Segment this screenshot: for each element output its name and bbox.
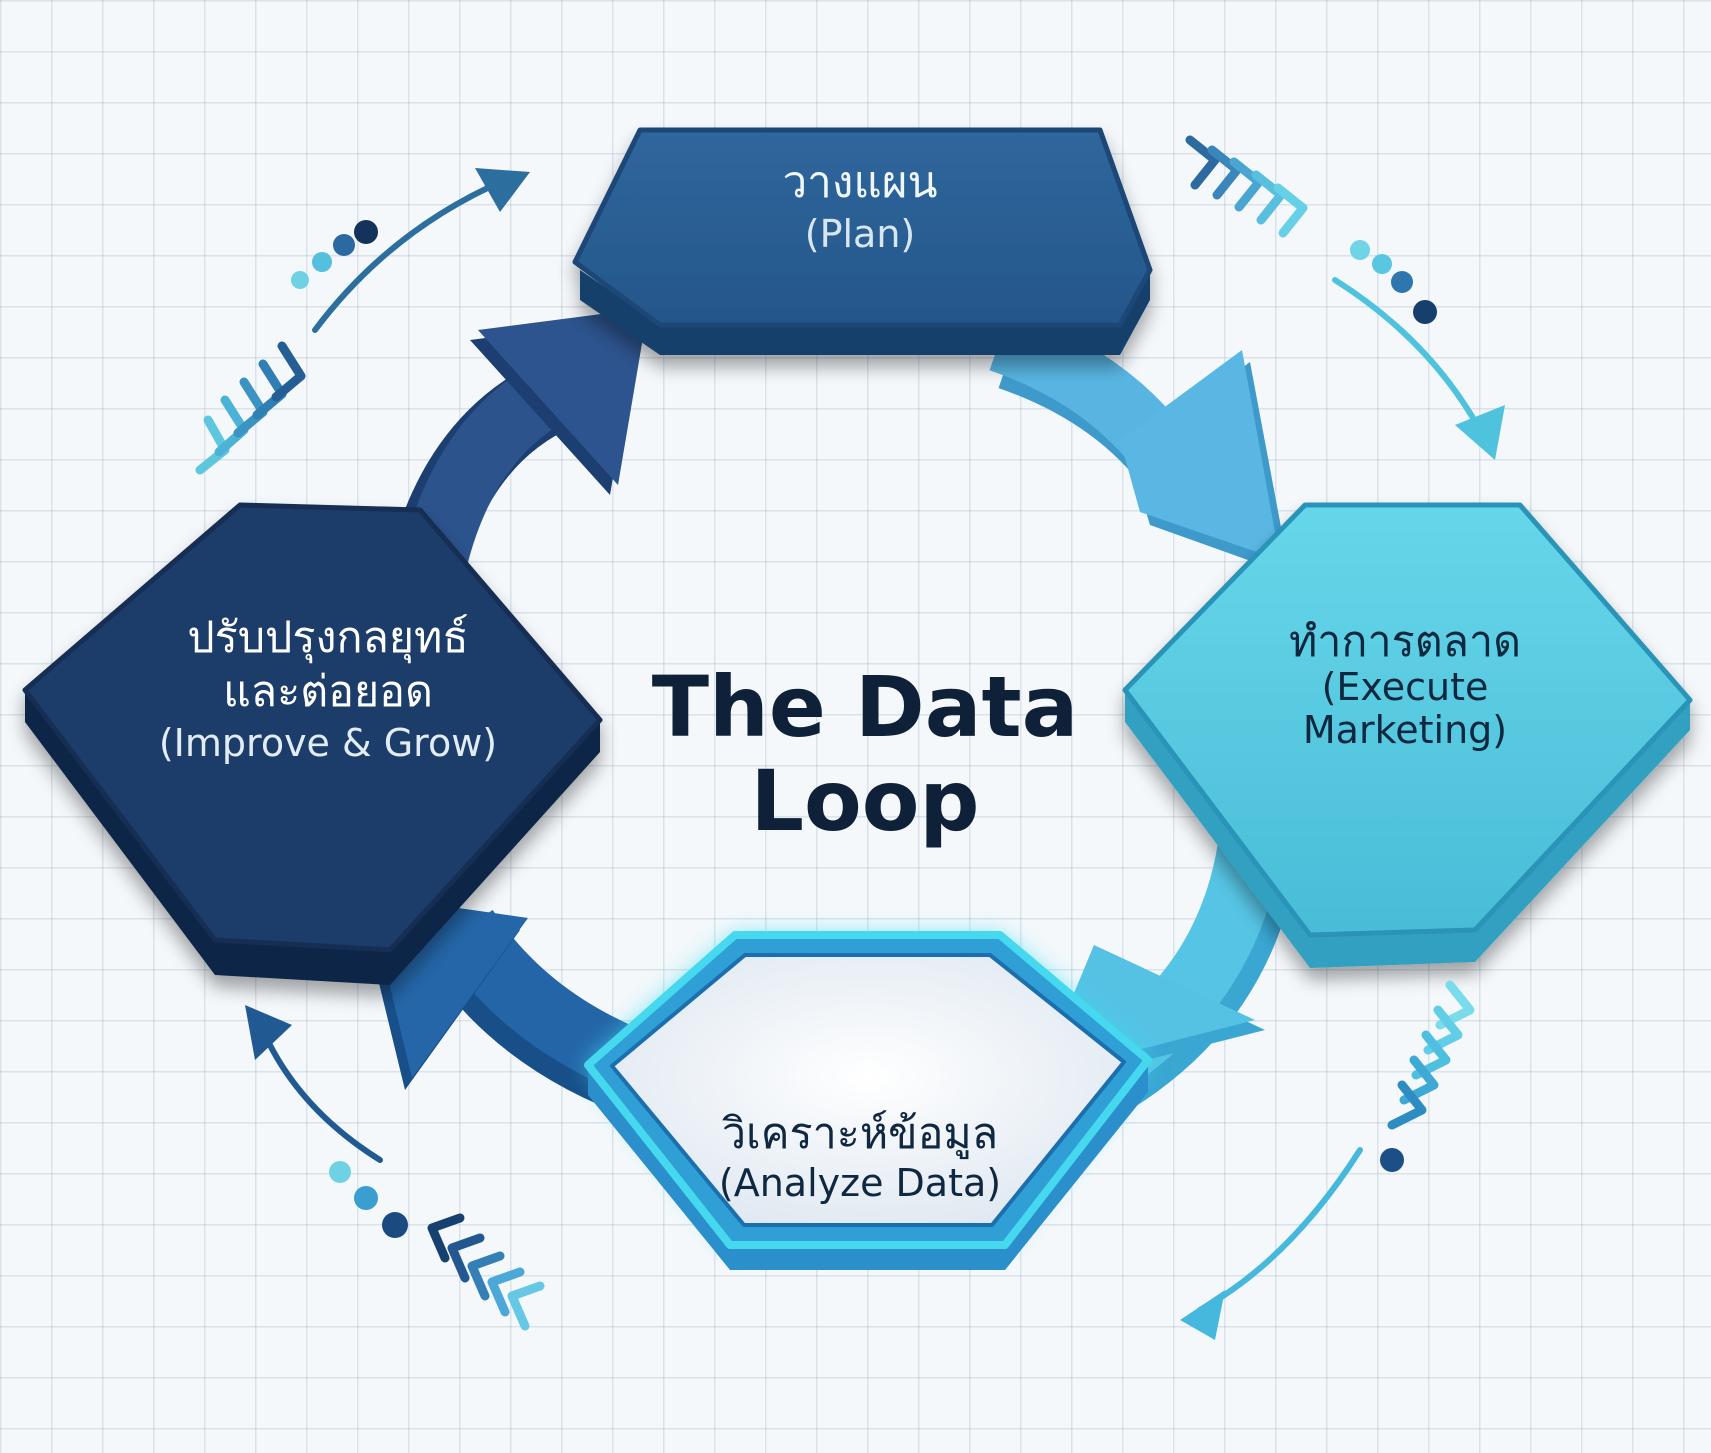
step-execute-label: ทำการตลาด (Execute Marketing) bbox=[1120, 618, 1690, 751]
step-execute-thai: ทำการตลาด bbox=[1288, 617, 1522, 667]
upper-left-decoration bbox=[195, 168, 530, 475]
step-analyze-label: วิเคราะห์ข้อมูล (Analyze Data) bbox=[590, 1110, 1130, 1205]
diagram-title-line1: The Data bbox=[651, 658, 1079, 756]
chevron-trail-icon bbox=[195, 341, 306, 475]
chevron-trail-icon bbox=[427, 1213, 545, 1331]
step-improve-label: ปรับปรุงกลยุทธ์ และต่อยอด (Improve & Gro… bbox=[28, 612, 628, 764]
step-execute-english-line1: (Execute bbox=[1321, 665, 1489, 710]
curved-arrow-icon bbox=[312, 177, 508, 333]
arrowhead-icon bbox=[1455, 405, 1505, 460]
arrow-plan-to-execute bbox=[989, 309, 1290, 575]
upper-right-decoration bbox=[1185, 135, 1505, 460]
step-execute-tile bbox=[1122, 502, 1693, 968]
step-improve-english: (Improve & Grow) bbox=[158, 720, 498, 765]
dot-trail-icon bbox=[329, 1161, 408, 1238]
step-plan-label: วางแผน (Plan) bbox=[575, 158, 1145, 256]
diagram-title-line2: Loop bbox=[750, 752, 980, 851]
arrowhead-icon bbox=[475, 168, 530, 212]
lower-right-decoration bbox=[1180, 980, 1475, 1340]
dot-trail-icon bbox=[1380, 1148, 1404, 1172]
dot-trail-icon bbox=[1350, 240, 1437, 324]
lower-left-decoration bbox=[245, 1005, 545, 1331]
dot-trail-icon bbox=[291, 220, 378, 289]
step-improve-tile bbox=[22, 502, 603, 985]
step-analyze-thai: วิเคราะห์ข้อมูล bbox=[721, 1109, 999, 1159]
step-execute-english-line2: Marketing) bbox=[1302, 707, 1508, 752]
curved-arrow-icon bbox=[1197, 1147, 1363, 1313]
step-plan-tile bbox=[572, 127, 1153, 355]
step-improve-thai-line2: และต่อยอด bbox=[223, 666, 433, 717]
step-analyze-english: (Analyze Data) bbox=[718, 1161, 1002, 1206]
step-plan-thai: วางแผน bbox=[782, 157, 938, 208]
step-improve-thai-line1: ปรับปรุงกลยุทธ์ bbox=[187, 613, 469, 663]
curved-arrow-icon bbox=[1332, 277, 1483, 433]
step-plan-english: (Plan) bbox=[804, 212, 916, 257]
diagram-title: The Data Loop bbox=[555, 660, 1175, 848]
chevron-trail-icon bbox=[1387, 980, 1475, 1130]
arrowhead-icon bbox=[245, 1005, 292, 1060]
curved-arrow-icon bbox=[262, 1032, 383, 1163]
arrowhead-icon bbox=[1180, 1290, 1225, 1340]
step-analyze-tile bbox=[584, 931, 1152, 1270]
chevron-trail-icon bbox=[1185, 135, 1308, 238]
